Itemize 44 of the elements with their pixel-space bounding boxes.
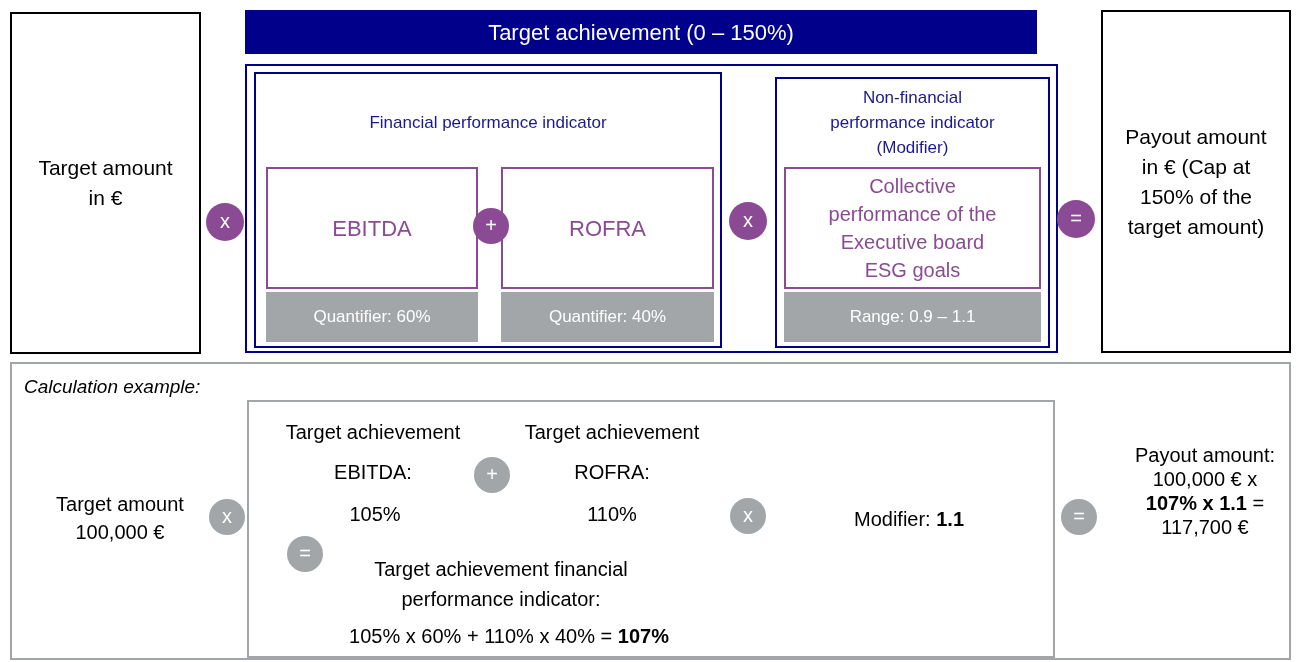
weight-label: Quantifier: 40%	[548, 306, 667, 329]
output-box	[1101, 10, 1291, 353]
multiply-operator: x	[730, 498, 766, 534]
panel-heading: Non-financial performance indicator (Modifier)	[829, 87, 996, 159]
plus-operator: +	[473, 208, 509, 244]
box-label: Target amount in €	[37, 155, 174, 211]
amount-text: Target amount 100,000 €	[55, 492, 185, 545]
range-label: Range: 0.9 – 1.1	[849, 306, 976, 329]
kpi-label: EBITDA	[332, 214, 412, 243]
kpi-box	[266, 167, 478, 289]
example-box	[247, 400, 1055, 658]
result-text: Payout amount: 100,000 € x 107% x 1.1 = 117,700 €	[1133, 443, 1277, 539]
calc-formula: 105% x 60% + 110% x 40% = 107%	[348, 624, 670, 649]
equals-operator: =	[1057, 200, 1095, 238]
example-panel	[10, 362, 1291, 660]
panel-heading: Financial performance indicator	[368, 112, 608, 134]
multiply-operator: x	[209, 499, 245, 535]
weight-bar	[501, 292, 714, 342]
weight-label: Quantifier: 60%	[313, 306, 431, 329]
indicator-panel	[254, 72, 722, 348]
panel-heading: Calculation example:	[24, 375, 202, 399]
multiply-operator: x	[729, 202, 767, 240]
kpi-box	[501, 167, 714, 289]
calc-text: Modifier: 1.1	[852, 507, 966, 532]
calc-text: Target achievement EBITDA:	[284, 420, 462, 485]
kpi-box	[784, 167, 1041, 289]
plus-operator: +	[474, 457, 510, 493]
group-frame	[245, 64, 1058, 353]
title-text: Target achievement (0 – 150%)	[488, 18, 794, 47]
box-label: Payout amount in € (Cap at 150% of the target amount)	[1124, 123, 1268, 240]
multiply-operator: x	[206, 203, 244, 241]
kpi-label: ROFRA	[569, 214, 646, 243]
equals-operator: =	[287, 536, 323, 572]
input-box	[10, 12, 201, 354]
calc-value: 105%	[348, 502, 402, 527]
kpi-label: Collective performance of the Executive board ESG goals	[827, 174, 998, 283]
title-bar	[245, 10, 1037, 54]
calc-text: Target achievement financial performance indicator:	[373, 557, 629, 612]
calc-value: 110%	[586, 502, 638, 527]
weight-bar	[266, 292, 478, 342]
range-bar	[784, 292, 1041, 342]
calc-text: Target achievement ROFRA:	[523, 420, 701, 485]
equals-operator: =	[1061, 499, 1097, 535]
indicator-panel	[775, 77, 1050, 348]
